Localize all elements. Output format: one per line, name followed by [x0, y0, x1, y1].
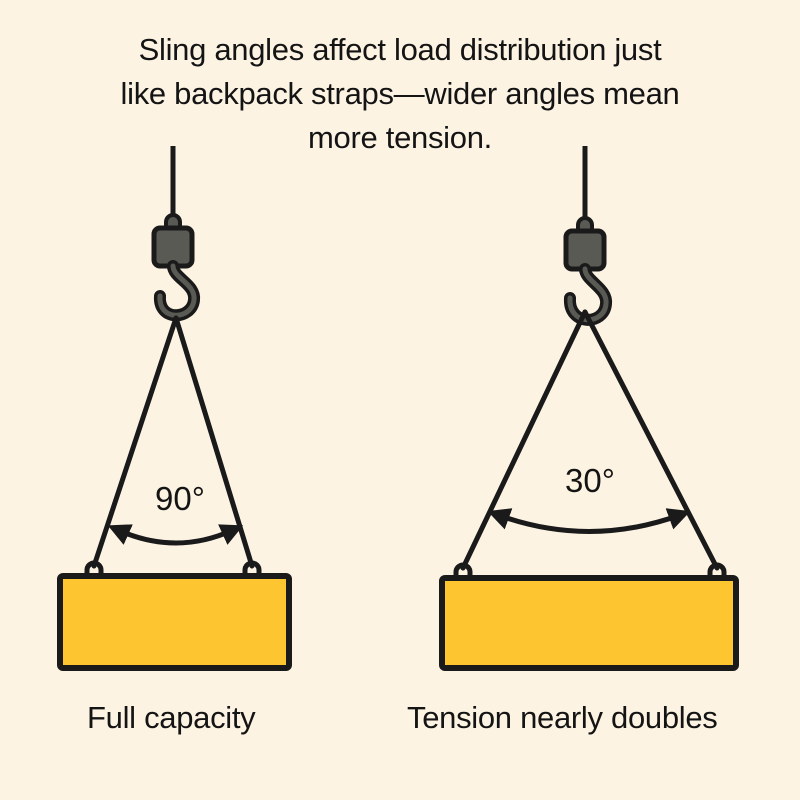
left-sling-right	[173, 315, 255, 569]
right-lug-right	[707, 562, 727, 578]
caption-line-2: like backpack straps—wider angles mean	[120, 76, 680, 111]
caption-line-3: more tension.	[308, 120, 492, 155]
left-angle-arc	[107, 524, 244, 546]
left-angle-label: 90°	[155, 480, 205, 517]
right-sling-right	[582, 309, 720, 571]
left-lug-right	[242, 560, 262, 576]
left-sling-left	[91, 315, 179, 569]
right-sling-left	[460, 309, 588, 571]
left-caption: Full capacity	[87, 700, 256, 735]
right-rig	[439, 146, 739, 671]
right-angle-label: 30°	[565, 462, 615, 499]
right-load-block	[439, 575, 739, 671]
left-rig	[57, 146, 292, 671]
right-caption: Tension nearly doubles	[407, 700, 718, 735]
right-angle-arc	[487, 508, 691, 534]
caption-line-1: Sling angles affect load distribution ju…	[138, 32, 662, 67]
left-lug-left	[84, 560, 104, 576]
right-lug-left	[453, 562, 473, 578]
left-load-block	[57, 573, 292, 671]
caption: Sling angles affect load distribution ju…	[0, 28, 800, 160]
